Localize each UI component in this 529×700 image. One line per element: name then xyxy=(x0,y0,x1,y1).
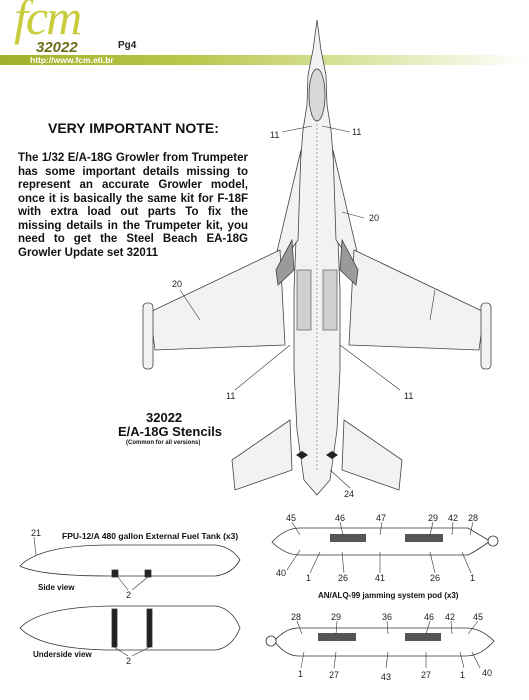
pod-callout-42: 42 xyxy=(448,513,459,523)
pod-callout-26: 26 xyxy=(338,573,349,583)
callout-11-lower-right: 11 xyxy=(404,391,414,401)
pod-callout-40: 40 xyxy=(276,568,287,578)
logo-number: 32022 xyxy=(36,39,78,56)
callout-21: 21 xyxy=(31,528,42,538)
side-view-label: Side view xyxy=(38,583,75,592)
pod2-callout-27: 27 xyxy=(329,670,340,680)
stencil-set-title: E/A-18G Stencils xyxy=(118,424,223,439)
pod-callout-1b: 1 xyxy=(470,573,476,583)
pod-callout-28: 28 xyxy=(468,513,479,523)
header-stripe xyxy=(0,55,529,65)
page-number: Pg4 xyxy=(118,40,137,51)
note-body: The 1/32 E/A-18G Growler from Trumpeter … xyxy=(18,152,248,259)
callout-11-lower-left: 11 xyxy=(226,391,236,401)
pod2-callout-43: 43 xyxy=(381,672,392,682)
callout-2-underside: 2 xyxy=(126,656,132,666)
logo-text: fcm xyxy=(14,0,82,45)
pod-callout-26b: 26 xyxy=(430,573,441,583)
pod2-callout-40: 40 xyxy=(482,668,493,678)
pod2-callout-28: 28 xyxy=(291,612,302,622)
callout-20-left: 20 xyxy=(172,279,183,289)
pod2-callout-27b: 27 xyxy=(421,670,432,680)
callout-2-side: 2 xyxy=(126,590,132,600)
pod-callout-41: 41 xyxy=(375,573,386,583)
stencil-set-code: 32022 xyxy=(146,410,183,425)
pod2-callout-29: 29 xyxy=(331,612,342,622)
pod-callout-45: 45 xyxy=(286,513,297,523)
callout-11-right: 11 xyxy=(352,127,362,137)
pod-callout-47: 47 xyxy=(376,513,387,523)
pod2-callout-45: 45 xyxy=(473,612,484,622)
callout-24: 24 xyxy=(344,489,355,499)
pod2-callout-1: 1 xyxy=(298,669,304,679)
website-link[interactable]: http://www.fcm.eti.br xyxy=(30,55,114,65)
fcm-logo: fcm 32022 xyxy=(6,0,156,60)
pod2-callout-46: 46 xyxy=(424,612,435,622)
pod2-callout-36: 36 xyxy=(382,612,393,622)
note-title: VERY IMPORTANT NOTE: xyxy=(48,120,219,136)
pod2-callout-1b: 1 xyxy=(460,670,466,680)
pod-callout-29: 29 xyxy=(428,513,439,523)
pod-callout-1: 1 xyxy=(306,573,312,583)
callout-20-right: 20 xyxy=(369,213,380,223)
callout-11-left: 11 xyxy=(270,130,280,140)
stencil-set-subtitle: (Common for all versions) xyxy=(126,440,201,446)
pod2-callout-42: 42 xyxy=(445,612,456,622)
underside-view-label: Underside view xyxy=(33,650,92,659)
pod-callout-46: 46 xyxy=(335,513,346,523)
jamming-pod-title: AN/ALQ-99 jamming system pod (x3) xyxy=(318,591,459,600)
fuel-tank-title: FPU-12/A 480 gallon External Fuel Tank (… xyxy=(62,531,239,541)
